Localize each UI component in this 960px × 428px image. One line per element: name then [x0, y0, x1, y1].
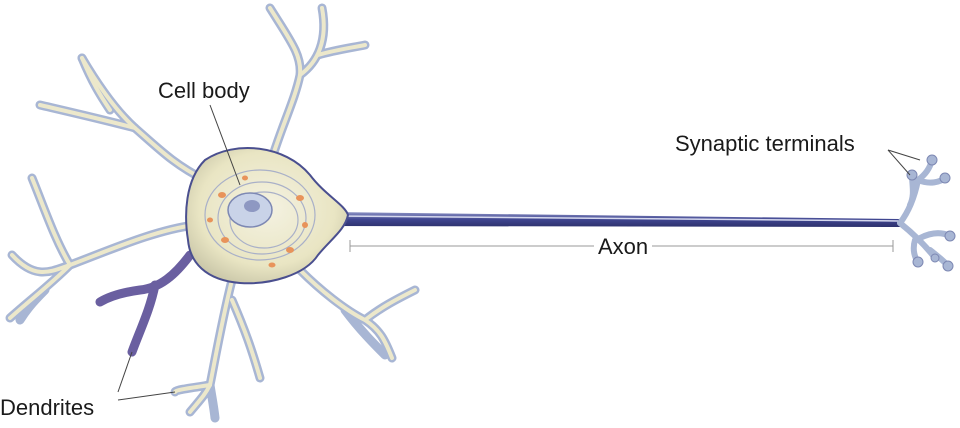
synaptic-leader-1: [887, 149, 921, 161]
dendrites-label: Dendrites: [0, 395, 95, 420]
cell-body-leader: [209, 104, 241, 186]
leader-lines: [117, 104, 921, 401]
organelles: [207, 175, 308, 268]
nucleus: [227, 192, 273, 228]
cell-body: [185, 147, 350, 285]
cell-body-label: Cell body: [158, 78, 250, 103]
synaptic-terminals-label: Synaptic terminals: [675, 131, 855, 156]
dendrites: [5, 3, 420, 423]
synaptic-terminals: [906, 154, 956, 272]
dendrites-leader-1: [117, 351, 133, 393]
axon-label: Axon: [594, 236, 653, 258]
axon: [330, 212, 900, 227]
synaptic-leader-2: [887, 149, 911, 176]
dendrites-leader-2: [117, 391, 176, 401]
